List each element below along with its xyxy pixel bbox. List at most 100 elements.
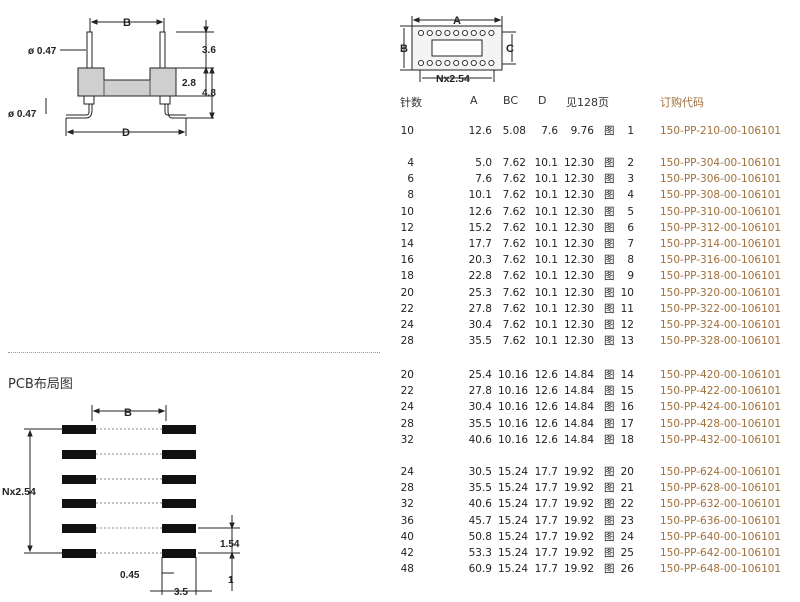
section-divider — [8, 352, 380, 353]
side-dim-pin-bottom: ø 0.47 — [8, 109, 37, 120]
side-dim-pin-top: ø 0.47 — [28, 46, 57, 57]
cell-pins: 20 — [400, 286, 414, 299]
cell-pins: 40 — [400, 530, 414, 543]
cell-bc: 15.24 — [498, 466, 529, 478]
cell-d: 10.1 — [534, 205, 558, 218]
cell-pins: 16 — [400, 254, 414, 267]
cell-pins: 42 — [400, 547, 414, 559]
side-label-d: D — [122, 127, 130, 139]
cell-fig: 图 — [604, 417, 615, 430]
header-d: D — [538, 94, 547, 107]
cell-pins: 8 — [407, 189, 414, 202]
top-view-drawing: A B C Nx2.54 — [400, 15, 516, 85]
cell-code: 150-PP-636-00-106101 — [660, 514, 782, 527]
header-order-code: 订购代码 — [660, 96, 704, 109]
cell-fig: 图 — [604, 547, 615, 559]
cell-a: 25.4 — [468, 369, 492, 381]
cell-a: 27.8 — [468, 385, 492, 398]
cell-a: 27.8 — [468, 302, 492, 315]
cell-a: 50.8 — [468, 530, 492, 543]
cell-code: 150-PP-320-00-106101 — [660, 286, 782, 299]
cell-a: 35.5 — [468, 482, 492, 495]
cell-fig: 图 — [604, 401, 615, 414]
cell-a: 12.6 — [468, 205, 492, 218]
cell-bc: 5.08 — [502, 125, 526, 137]
cell-bc: 7.62 — [502, 221, 526, 234]
cell-d: 10.1 — [534, 221, 558, 234]
cell-see: 12.30 — [563, 319, 594, 331]
cell-a: 5.0 — [475, 157, 492, 169]
cell-see: 12.30 — [563, 270, 594, 283]
cell-num: 18 — [620, 433, 634, 446]
cell-bc: 7.62 — [502, 270, 526, 283]
cell-d: 10.1 — [534, 335, 558, 348]
cell-pins: 24 — [400, 319, 414, 331]
cell-num: 9 — [627, 270, 634, 283]
cell-pins: 48 — [400, 563, 414, 576]
cell-code: 150-PP-304-00-106101 — [660, 157, 782, 169]
cell-see: 12.30 — [563, 238, 594, 250]
cell-d: 17.7 — [534, 498, 558, 511]
cell-pins: 32 — [400, 433, 414, 446]
header-a: A — [470, 94, 478, 107]
cell-fig: 图 — [604, 221, 615, 234]
cell-code: 150-PP-306-00-106101 — [660, 173, 782, 186]
cell-bc: 7.62 — [502, 189, 526, 202]
cell-num: 12 — [620, 319, 634, 331]
cell-fig: 图 — [604, 270, 615, 283]
cell-a: 35.5 — [468, 417, 492, 430]
cell-fig: 图 — [604, 530, 615, 543]
cell-d: 10.1 — [534, 270, 558, 283]
cell-code: 150-PP-324-00-106101 — [660, 319, 782, 331]
cell-a: 30.4 — [468, 401, 492, 414]
cell-num: 14 — [620, 369, 634, 381]
cell-see: 14.84 — [563, 369, 594, 381]
cell-d: 10.1 — [534, 286, 558, 299]
cell-code: 150-PP-310-00-106101 — [660, 205, 782, 218]
cell-see: 12.30 — [563, 189, 594, 202]
cell-d: 12.6 — [534, 369, 558, 381]
cell-bc: 10.16 — [498, 369, 529, 381]
cell-num: 26 — [620, 563, 634, 576]
cell-see: 19.92 — [563, 563, 594, 576]
pcb-dim-35: 3.5 — [174, 587, 188, 598]
cell-code: 150-PP-420-00-106101 — [660, 369, 782, 381]
cell-pins: 12 — [400, 221, 414, 234]
cell-code: 150-PP-322-00-106101 — [660, 302, 782, 315]
side-label-b: B — [123, 17, 131, 29]
cell-bc: 7.62 — [502, 319, 526, 331]
cell-bc: 15.24 — [498, 498, 529, 511]
cell-d: 10.1 — [534, 238, 558, 250]
cell-bc: 10.16 — [498, 433, 529, 446]
cell-see: 19.92 — [563, 482, 594, 495]
cell-fig: 图 — [604, 205, 615, 218]
cell-code: 150-PP-624-00-106101 — [660, 466, 782, 478]
cell-d: 10.1 — [534, 254, 558, 267]
cell-pins: 18 — [400, 270, 414, 283]
cell-num: 23 — [620, 514, 634, 527]
cell-fig: 图 — [604, 173, 615, 186]
cell-pins: 28 — [400, 417, 414, 430]
side-dim-48: 4.8 — [202, 88, 216, 99]
cell-pins: 32 — [400, 498, 414, 511]
cell-code: 150-PP-328-00-106101 — [660, 335, 782, 348]
cell-see: 14.84 — [563, 417, 594, 430]
cell-code: 150-PP-628-00-106101 — [660, 482, 782, 495]
cell-bc: 15.24 — [498, 482, 529, 495]
cell-pins: 14 — [400, 238, 414, 250]
top-label-a: A — [453, 15, 461, 27]
cell-see: 19.92 — [563, 514, 594, 527]
cell-d: 10.1 — [534, 319, 558, 331]
cell-code: 150-PP-632-00-106101 — [660, 498, 782, 511]
top-label-b: B — [400, 43, 408, 55]
side-view-drawing: B D ø 0.47 ø 0.47 3.6 2.8 4.8 — [8, 17, 216, 139]
cell-fig: 图 — [604, 286, 615, 299]
cell-num: 21 — [620, 482, 634, 495]
